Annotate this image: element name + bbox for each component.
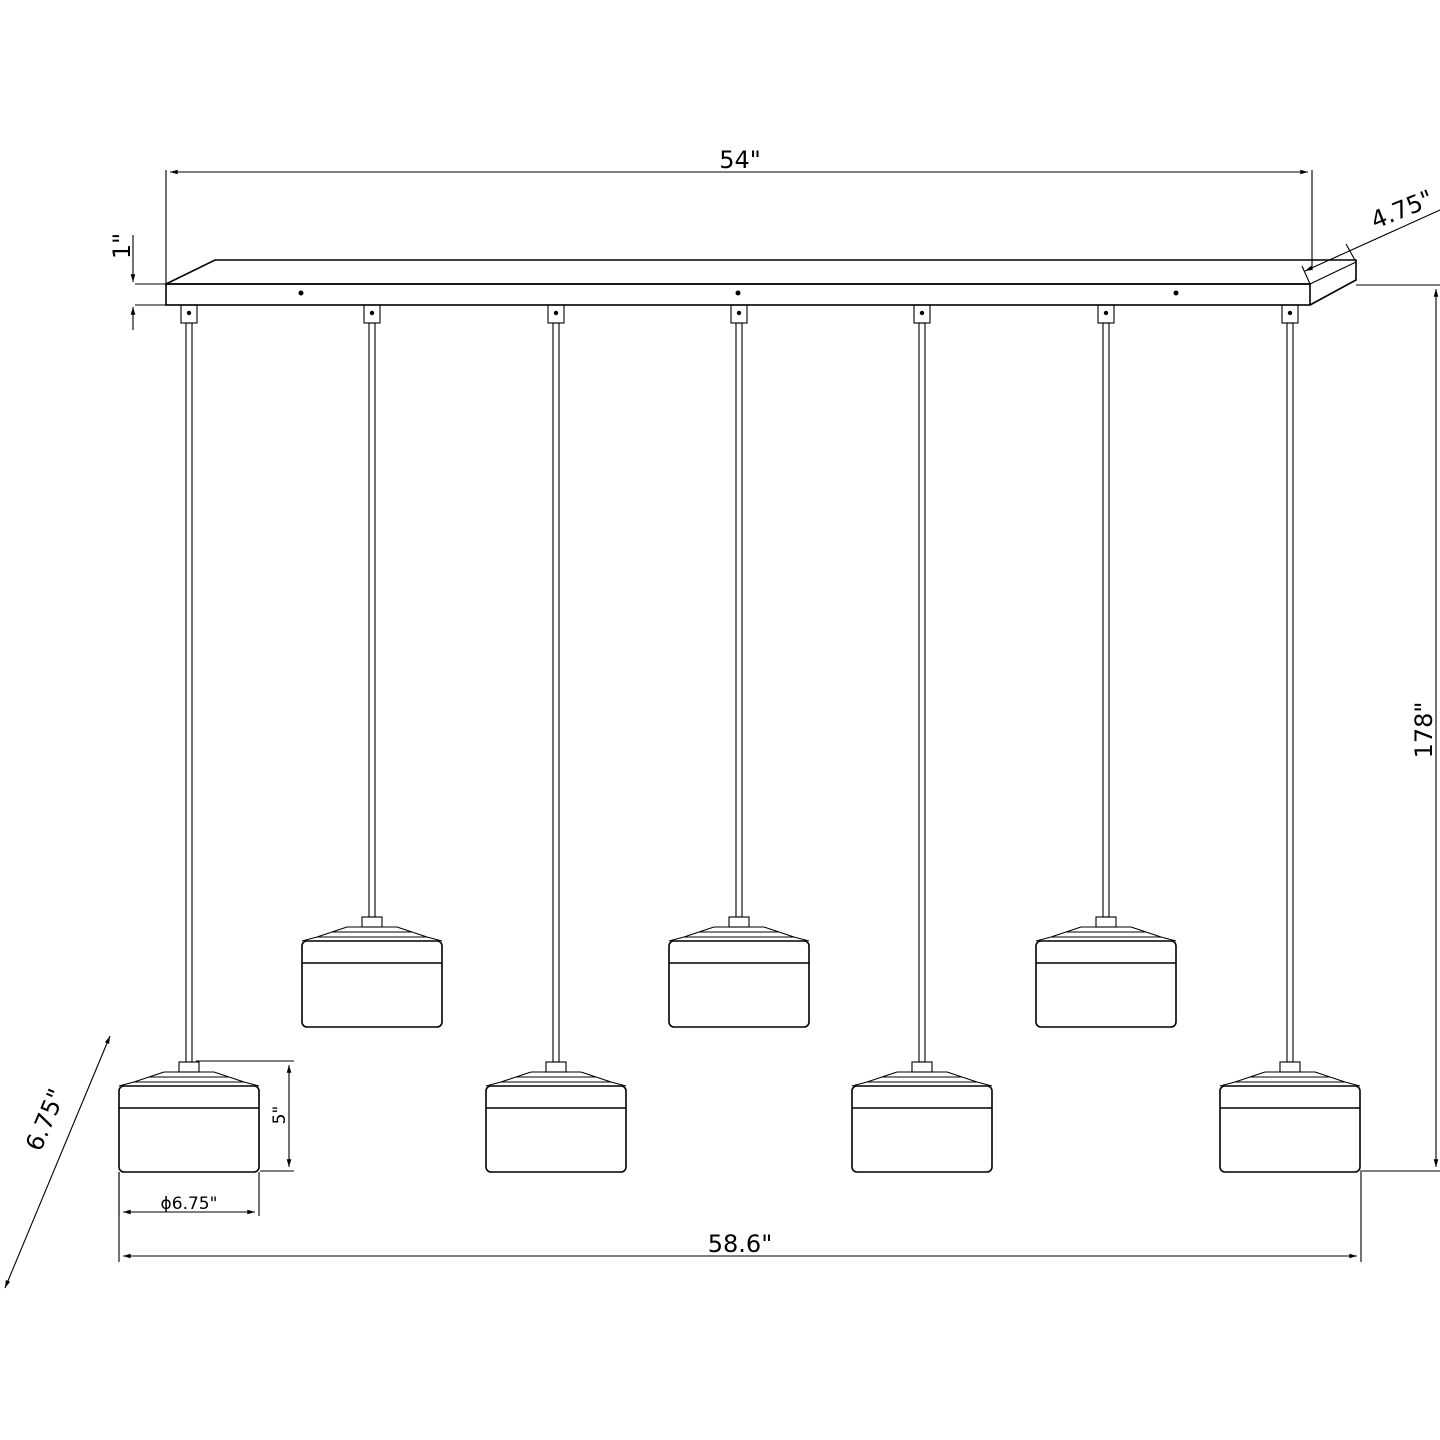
pendant-2 [301, 304, 443, 1028]
overall-width-label: 58.6" [708, 1230, 772, 1258]
dim-overall-width: 58.6" [118, 1172, 1362, 1262]
pendant-1 [118, 304, 260, 1173]
pendant-shade [118, 1085, 260, 1173]
pendant-shade [1219, 1085, 1361, 1173]
dim-canopy-depth: 4.75" [1301, 185, 1440, 285]
dim-shade-depth: 6.75" [4, 1035, 111, 1289]
dim-shade-height: 5" [196, 1060, 294, 1172]
pendant-shade [851, 1085, 993, 1173]
pendant-3 [485, 304, 627, 1173]
shade-height-label: 5" [270, 1106, 290, 1125]
pendant-4 [668, 304, 810, 1028]
dim-shade-diameter: ϕ6.75" [118, 1172, 260, 1216]
shade-diameter-label: ϕ6.75" [161, 1194, 218, 1214]
pendant-5 [851, 304, 993, 1173]
dim-canopy-height: 1" [108, 233, 166, 330]
dim-overall-height: 178" [1356, 284, 1440, 1172]
pendant-group [118, 304, 1361, 1173]
dim-canopy-length: 54" [165, 146, 1313, 284]
pendant-6 [1035, 304, 1177, 1028]
pendant-shade [668, 940, 810, 1028]
pendant-7 [1219, 304, 1361, 1173]
canopy [165, 259, 1357, 306]
pendant-shade [301, 940, 443, 1028]
pendant-shade [1035, 940, 1177, 1028]
canopy-length-label: 54" [719, 146, 761, 174]
pendant-shade [485, 1085, 627, 1173]
canopy-height-label: 1" [108, 233, 136, 259]
shade-depth-label: 6.75" [20, 1085, 71, 1155]
overall-height-label: 178" [1410, 702, 1438, 759]
